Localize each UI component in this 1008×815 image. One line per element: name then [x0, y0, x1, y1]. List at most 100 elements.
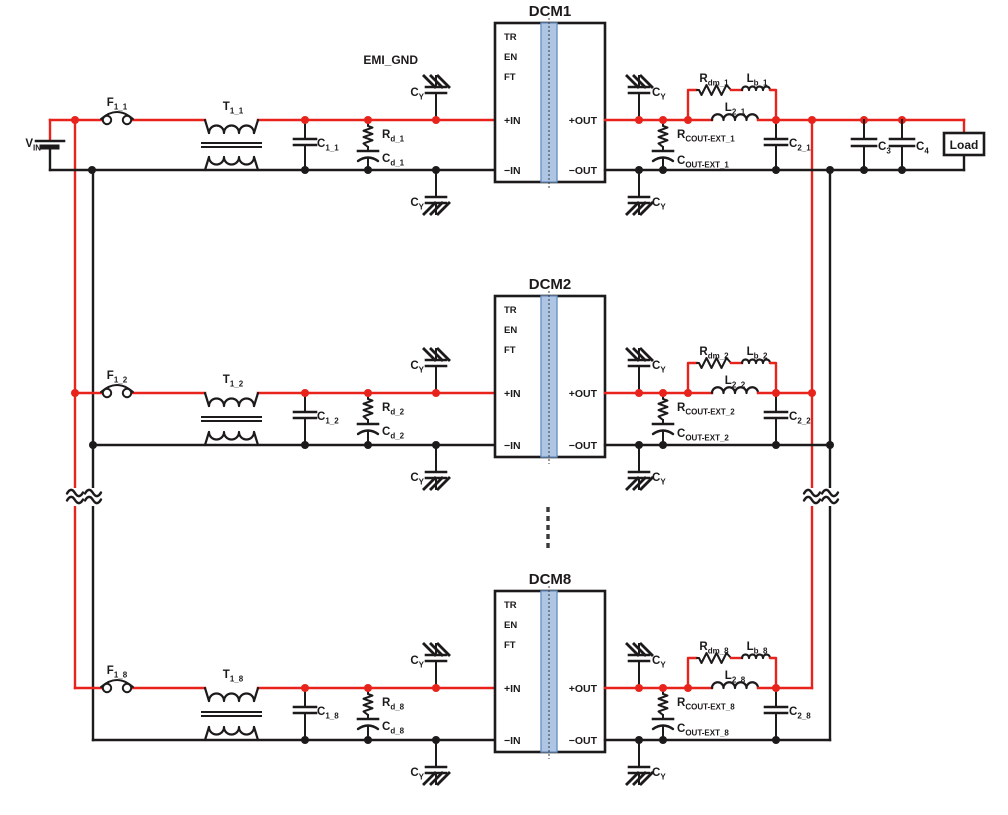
label-choke: T1_2 [223, 374, 244, 389]
label-fuse: F1_8 [107, 665, 128, 680]
parallel-rl-damper [686, 357, 778, 395]
label-c2: C2_1 [789, 138, 811, 153]
ground-icon [625, 771, 654, 786]
label-ccout: COUT-EXT_2 [677, 428, 729, 443]
label-c4: C4 [916, 141, 929, 156]
cap-c1 [292, 392, 318, 446]
label-cy: CY [652, 472, 666, 487]
label-c2: C2_8 [789, 706, 811, 721]
pin-neg-in: −IN [504, 735, 521, 747]
label-l2: L2_1 [725, 102, 746, 117]
junction-dot [635, 441, 643, 449]
rc-out-ext [651, 396, 675, 446]
label-rd: Rd_1 [382, 129, 405, 144]
label-emi-gnd: EMI_GND [363, 53, 418, 67]
junction-dot [635, 736, 643, 744]
ground-icon [625, 642, 654, 657]
ground-icon [422, 201, 451, 216]
junction-dot [684, 116, 692, 124]
junction-dot [71, 389, 79, 397]
inductor-l2 [710, 113, 760, 122]
rc-out-ext [651, 123, 675, 171]
label-c2: C2_2 [789, 411, 811, 426]
pin-pos-out: +OUT [569, 683, 598, 695]
fuse-terminal [101, 114, 113, 126]
junction-dot [659, 684, 667, 692]
inductor-lb [740, 85, 772, 92]
label-ccout: COUT-EXT_1 [677, 155, 729, 170]
label-lb: Lb_8 [747, 641, 768, 656]
junction-dot [432, 116, 440, 124]
junction-dot [364, 736, 372, 744]
load-box [942, 131, 986, 157]
rc-damper-input [356, 123, 380, 171]
pin-neg-out: −OUT [569, 165, 598, 177]
resistor-rd [362, 123, 374, 148]
label-vin: VIN [25, 138, 41, 153]
choke-winding-bottom [207, 430, 256, 441]
junction-dot [659, 166, 667, 174]
load: Load [942, 118, 986, 172]
ground-icon [422, 771, 451, 786]
ground-icon [625, 74, 654, 89]
line-break-icon [802, 488, 822, 506]
resistor-rcout [657, 691, 669, 716]
junction-dot [432, 684, 440, 692]
common-mode-choke [201, 391, 262, 447]
label-cy: CY [410, 197, 424, 212]
resistor-rdm [696, 84, 732, 96]
label-rcout: RCOUT-EXT_1 [677, 129, 735, 144]
junction-dot [826, 166, 834, 174]
label-cd: Cd_8 [382, 721, 405, 736]
junction-dot [772, 684, 780, 692]
junction-dot [659, 116, 667, 124]
junction-dot [301, 166, 309, 174]
label-fuse: F1_1 [107, 97, 128, 112]
junction-dot [684, 684, 692, 692]
label-c1: C1_1 [317, 138, 339, 153]
parallel-rl-damper [686, 84, 778, 122]
junction-dot [89, 441, 97, 449]
choke-winding-top [207, 397, 256, 408]
label-load: Load [950, 138, 979, 152]
inductor-lb [740, 653, 772, 660]
junction-dot [364, 116, 372, 124]
label-rd: Rd_8 [382, 697, 405, 712]
pin-neg-out: −OUT [569, 735, 598, 747]
junction-dot [659, 441, 667, 449]
label-choke: T1_8 [223, 669, 244, 684]
resistor-rd [362, 396, 374, 421]
fuse [100, 384, 134, 399]
choke-winding-bottom [207, 725, 256, 736]
junction-dot [635, 166, 643, 174]
resistor-rdm [696, 652, 732, 664]
junction-dot [301, 441, 309, 449]
fuse [100, 679, 134, 694]
fuse-terminal [121, 387, 133, 399]
cap-c1 [292, 687, 318, 741]
cap-c3 [850, 119, 878, 171]
label-l2: L2_2 [725, 375, 746, 390]
cap-c2 [763, 687, 789, 741]
pin-neg-in: −IN [504, 165, 521, 177]
junction-dot [432, 441, 440, 449]
fuse-terminal [121, 682, 133, 694]
label-fuse: F1_2 [107, 370, 128, 385]
line-break-icon [83, 488, 103, 506]
junction-dot [71, 116, 79, 124]
cap-c1 [292, 119, 318, 171]
label-cy: CY [652, 360, 666, 375]
junction-dot [808, 389, 816, 397]
junction-dot [301, 116, 309, 124]
common-mode-choke [201, 686, 262, 742]
choke-winding-top [207, 124, 256, 135]
pin-en: EN [504, 325, 517, 336]
label-rdm: Rdm_8 [699, 641, 729, 656]
label-c3: C3 [878, 141, 891, 156]
